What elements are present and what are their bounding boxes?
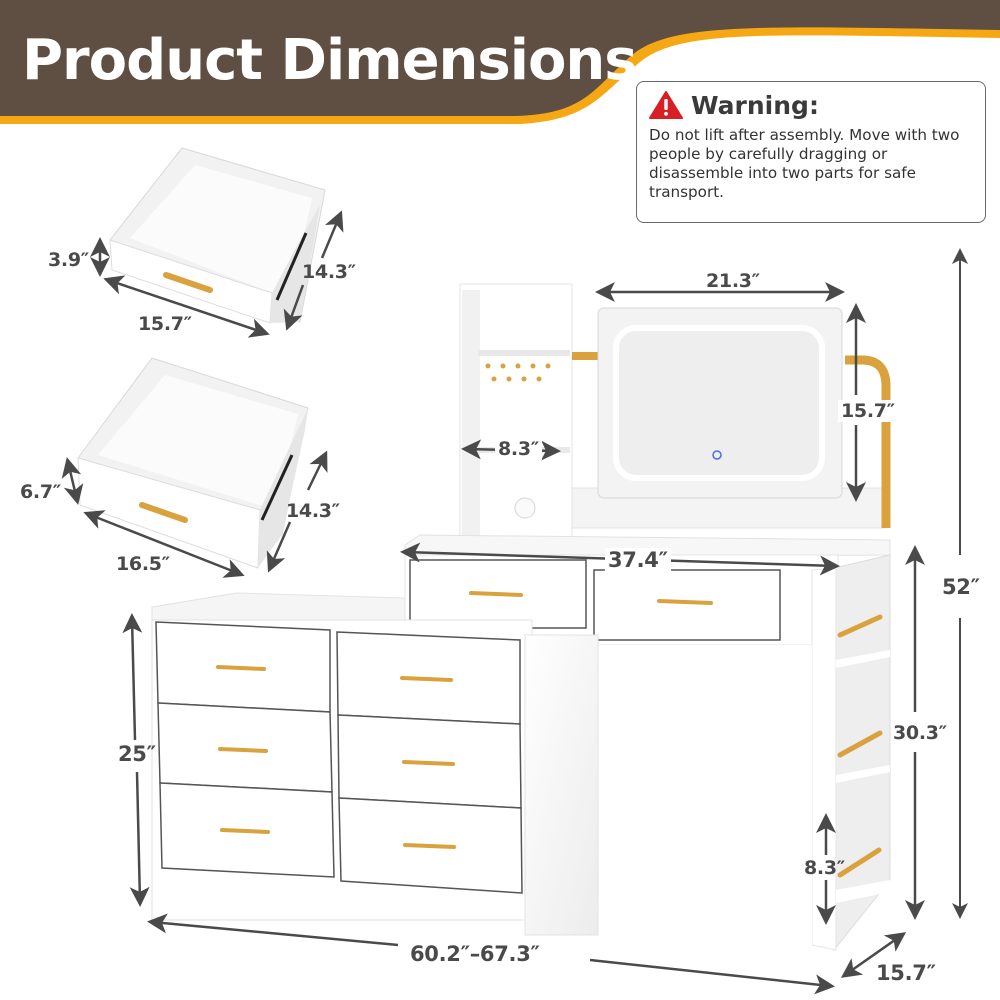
small-drawer-illustration	[109, 147, 326, 324]
dresser-height-label: 25″	[118, 742, 156, 766]
warning-text: Do not lift after assembly. Move with tw…	[649, 126, 960, 201]
desk-width-label: 37.4″	[605, 548, 671, 572]
mirror-width-label: 21.3″	[706, 270, 760, 292]
warning-title: Warning:	[691, 90, 819, 120]
vanity-illustration	[151, 283, 891, 952]
depth-label: 15.7″	[876, 961, 936, 985]
side-shelf-height-label: 8.3″	[804, 857, 845, 879]
warning-triangle-icon	[649, 91, 683, 119]
small-drawer-height-label: 3.9″	[48, 249, 89, 271]
page-title: Product Dimensions	[22, 28, 638, 93]
mirror-height-label: 15.7″	[838, 400, 898, 422]
warning-box: Warning: Do not lift after assembly. Mov…	[636, 81, 986, 223]
small-drawer-width-label: 15.7″	[138, 313, 192, 335]
header-banner	[0, 0, 1000, 124]
large-drawer-depth-label: 14.3″	[286, 500, 340, 522]
total-height-label: 52″	[942, 575, 980, 599]
large-drawer-illustration	[77, 357, 309, 569]
small-drawer-depth-label: 14.3″	[302, 261, 356, 283]
total-width-label: 60.2″–67.3″	[410, 942, 540, 966]
shelf-width-label: 8.3″	[495, 438, 542, 460]
desk-height-label: 30.3″	[893, 722, 947, 744]
large-drawer-height-label: 6.7″	[20, 481, 61, 503]
large-drawer-width-label: 16.5″	[116, 553, 170, 575]
